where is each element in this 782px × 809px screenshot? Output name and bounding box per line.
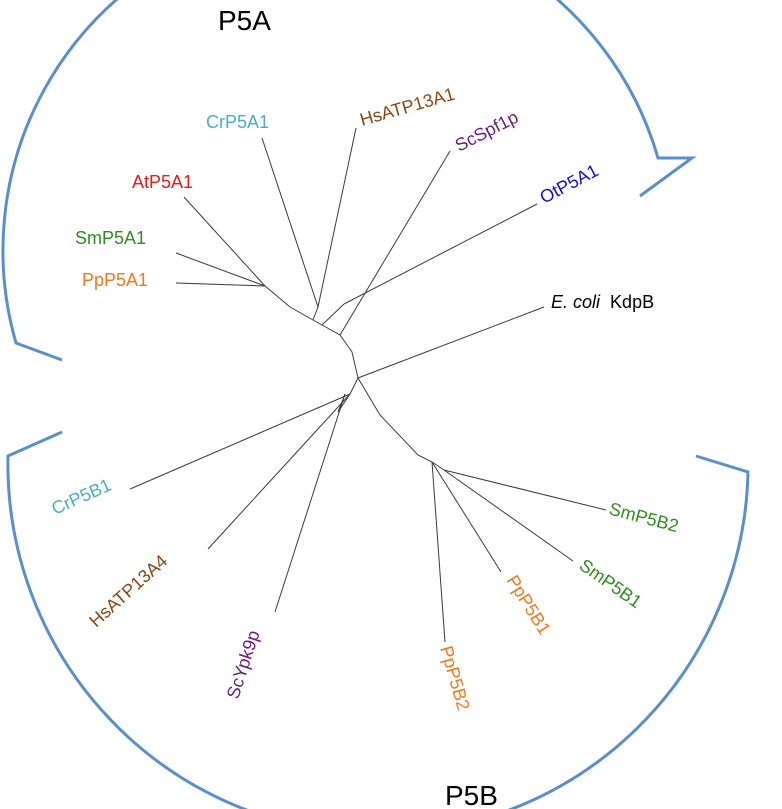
leaf-ecoli-kdpb: E. coli KdpB [551,292,654,312]
leaf-smp5b2: SmP5B2 [607,499,681,537]
leaf-scspf1p: ScSpf1p [452,107,522,156]
leaf-hsatp13a1: HsATP13A1 [358,84,457,130]
leaf-crp5b1: CrP5B1 [48,475,114,519]
leaf-hsatp13a4: HsATP13A4 [85,551,171,631]
leaf-ppp5b1: PpP5B1 [503,572,555,639]
leaf-crp5a1: CrP5A1 [206,112,269,132]
leaf-smp5a1: SmP5A1 [75,228,146,248]
p5a-bracket [1,0,697,362]
leaf-ppp5b2: PpP5B2 [436,644,473,713]
leaf-atp5a1: AtP5A1 [132,172,193,192]
p5b-label: P5B [445,780,498,809]
internal-branches [264,285,445,471]
p5b-bracket [6,430,750,809]
leaf-ppp5a1: PpP5A1 [82,270,148,290]
leaf-smp5b1: SmP5B1 [576,555,646,612]
leaf-scypk9p: ScYpk9p [223,628,264,701]
p5a-label: P5A [218,5,271,36]
leaf-otp5a1: OtP5A1 [536,160,601,207]
leaf-branches [129,127,607,643]
